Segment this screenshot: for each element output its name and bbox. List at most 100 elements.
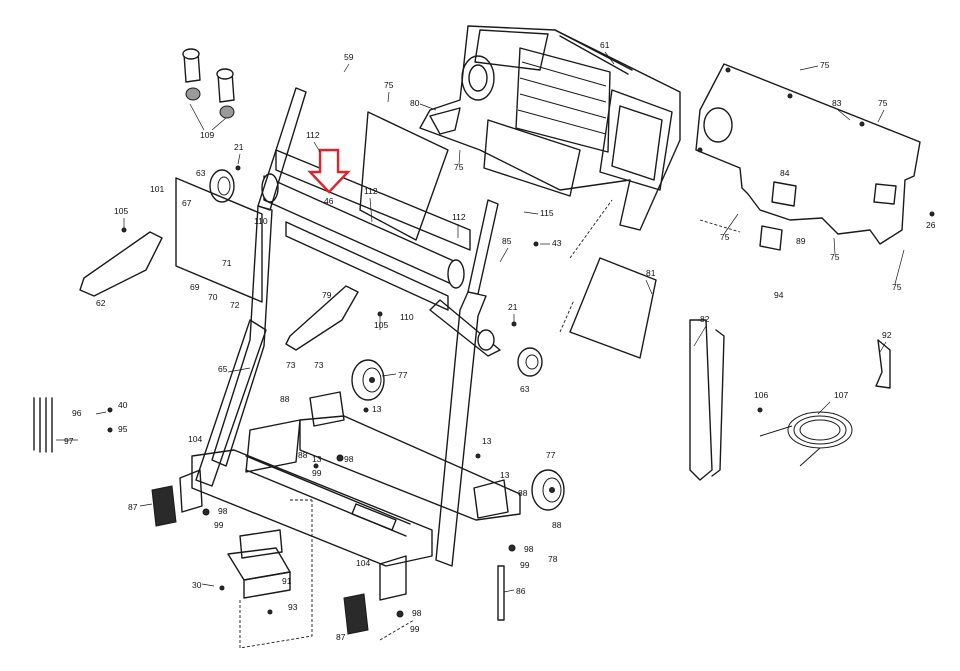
label-112: 112 — [306, 130, 320, 140]
label-88: 88 — [298, 450, 308, 460]
label-105: 105 — [374, 320, 388, 330]
label-115: 115 — [540, 208, 554, 218]
label-97: 97 — [64, 436, 74, 446]
label-98: 98 — [524, 544, 534, 554]
foot-right — [343, 593, 369, 635]
foot-left — [151, 485, 177, 527]
label-13: 13 — [500, 470, 510, 480]
console-assembly — [419, 25, 681, 231]
label-89: 89 — [796, 236, 806, 246]
label-95: 95 — [118, 424, 128, 434]
label-98: 98 — [218, 506, 228, 516]
lift-cylinder — [497, 565, 505, 621]
label-91: 91 — [282, 576, 292, 586]
label-75: 75 — [820, 60, 830, 70]
label-78: 78 — [548, 554, 558, 564]
label-63: 63 — [520, 384, 530, 394]
label-88: 88 — [518, 488, 528, 498]
label-61: 61 — [600, 40, 610, 50]
label-92: 92 — [882, 330, 892, 340]
tie-wraps — [33, 397, 53, 453]
label-69: 69 — [190, 282, 200, 292]
label-94: 94 — [774, 290, 784, 300]
label-81: 81 — [646, 268, 656, 278]
label-99: 99 — [520, 560, 530, 570]
label-63: 63 — [196, 168, 206, 178]
side-plate — [175, 177, 263, 303]
label-98: 98 — [344, 454, 354, 464]
part-labels: 59 61 75 75 75 75 75 75 75 80 83 84 89 9… — [64, 40, 936, 642]
label-79: 79 — [322, 290, 332, 300]
highlight-arrow — [307, 148, 351, 194]
label-101: 101 — [150, 184, 164, 194]
label-85: 85 — [502, 236, 512, 246]
label-13: 13 — [312, 454, 322, 464]
console-panel-sheet — [359, 111, 449, 241]
label-13: 13 — [372, 404, 382, 414]
label-99: 99 — [312, 468, 322, 478]
label-62: 62 — [96, 298, 106, 308]
label-99: 99 — [410, 624, 420, 634]
cable-clip — [875, 339, 891, 389]
label-93: 93 — [288, 602, 298, 612]
console-overlay — [569, 257, 657, 359]
label-105: 105 — [114, 206, 128, 216]
label-75: 75 — [892, 282, 902, 292]
leader-lines — [56, 51, 905, 593]
label-21: 21 — [508, 302, 518, 312]
label-46: 46 — [324, 196, 334, 206]
label-88: 88 — [552, 520, 562, 530]
label-75: 75 — [720, 232, 730, 242]
label-26: 26 — [926, 220, 936, 230]
label-77: 77 — [398, 370, 408, 380]
label-87: 87 — [128, 502, 138, 512]
label-72: 72 — [230, 300, 240, 310]
label-67: 67 — [182, 198, 192, 208]
side-rail-left — [79, 231, 163, 297]
label-112: 112 — [364, 186, 378, 196]
belt-strap — [689, 319, 713, 481]
label-77: 77 — [546, 450, 556, 460]
label-106: 106 — [754, 390, 768, 400]
handle-grips — [182, 48, 235, 119]
label-83: 83 — [832, 98, 842, 108]
label-109: 109 — [200, 130, 214, 140]
label-73: 73 — [314, 360, 324, 370]
label-30: 30 — [192, 580, 202, 590]
label-71: 71 — [222, 258, 232, 268]
label-87: 87 — [336, 632, 346, 642]
end-cap-right — [517, 347, 543, 377]
label-75: 75 — [384, 80, 394, 90]
label-110: 110 — [400, 312, 414, 322]
label-75: 75 — [454, 162, 464, 172]
upright-frame — [195, 87, 501, 567]
label-107: 107 — [834, 390, 848, 400]
label-21: 21 — [234, 142, 244, 152]
wheel-right — [531, 469, 565, 511]
label-43: 43 — [552, 238, 562, 248]
label-104: 104 — [188, 434, 202, 444]
label-80: 80 — [410, 98, 420, 108]
label-110: 110 — [254, 216, 268, 226]
label-98: 98 — [412, 608, 422, 618]
label-75: 75 — [830, 252, 840, 262]
wheel-left — [351, 359, 385, 401]
label-104: 104 — [356, 558, 370, 568]
label-59: 59 — [344, 52, 354, 62]
label-96: 96 — [72, 408, 82, 418]
base-frame — [179, 391, 521, 601]
console-back-cover — [695, 63, 921, 251]
power-cord — [759, 411, 853, 467]
label-84: 84 — [780, 168, 790, 178]
fasteners — [107, 165, 935, 618]
label-99: 99 — [214, 520, 224, 530]
label-65: 65 — [218, 364, 228, 374]
label-13: 13 — [482, 436, 492, 446]
side-rail-mid — [285, 285, 359, 351]
motor-controller — [227, 529, 291, 599]
label-86: 86 — [516, 586, 526, 596]
label-70: 70 — [208, 292, 218, 302]
label-73: 73 — [286, 360, 296, 370]
label-88: 88 — [280, 394, 290, 404]
